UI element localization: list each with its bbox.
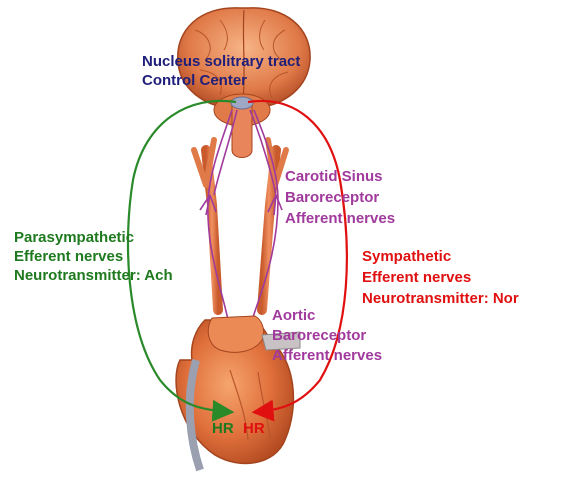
carotid-line-3: Afferent nerves [285, 208, 395, 229]
hr-parasympathetic-label: HR [212, 420, 234, 437]
aortic-line-3: Afferent nerves [272, 346, 382, 366]
nucleus-line-1: Nucleus solitrary tract [142, 52, 300, 71]
parasympathetic-line-3: Neurotransmitter: Ach [14, 266, 173, 285]
sympathetic-line-2: Efferent nerves [362, 267, 519, 288]
carotid-line-2: Baroreceptor [285, 187, 395, 208]
parasympathetic-line-1: Parasympathetic [14, 228, 173, 247]
aortic-line-2: Baroreceptor [272, 326, 382, 346]
control-center-marker [231, 97, 253, 109]
hr-sympathetic-label: HR [243, 420, 265, 437]
sympathetic-line-1: Sympathetic [362, 246, 519, 267]
nucleus-line-2: Control Center [142, 71, 300, 90]
nucleus-label: Nucleus solitrary tract Control Center [142, 52, 300, 90]
carotid-line-1: Carotid Sinus [285, 166, 395, 187]
sympathetic-line-3: Neurotransmitter: Nor [362, 288, 519, 309]
carotid-label: Carotid Sinus Baroreceptor Afferent nerv… [285, 166, 395, 229]
aortic-label: Aortic Baroreceptor Afferent nerves [272, 306, 382, 366]
sympathetic-label: Sympathetic Efferent nerves Neurotransmi… [362, 246, 519, 309]
parasympathetic-label: Parasympathetic Efferent nerves Neurotra… [14, 228, 173, 285]
aortic-line-1: Aortic [272, 306, 382, 326]
parasympathetic-line-2: Efferent nerves [14, 247, 173, 266]
